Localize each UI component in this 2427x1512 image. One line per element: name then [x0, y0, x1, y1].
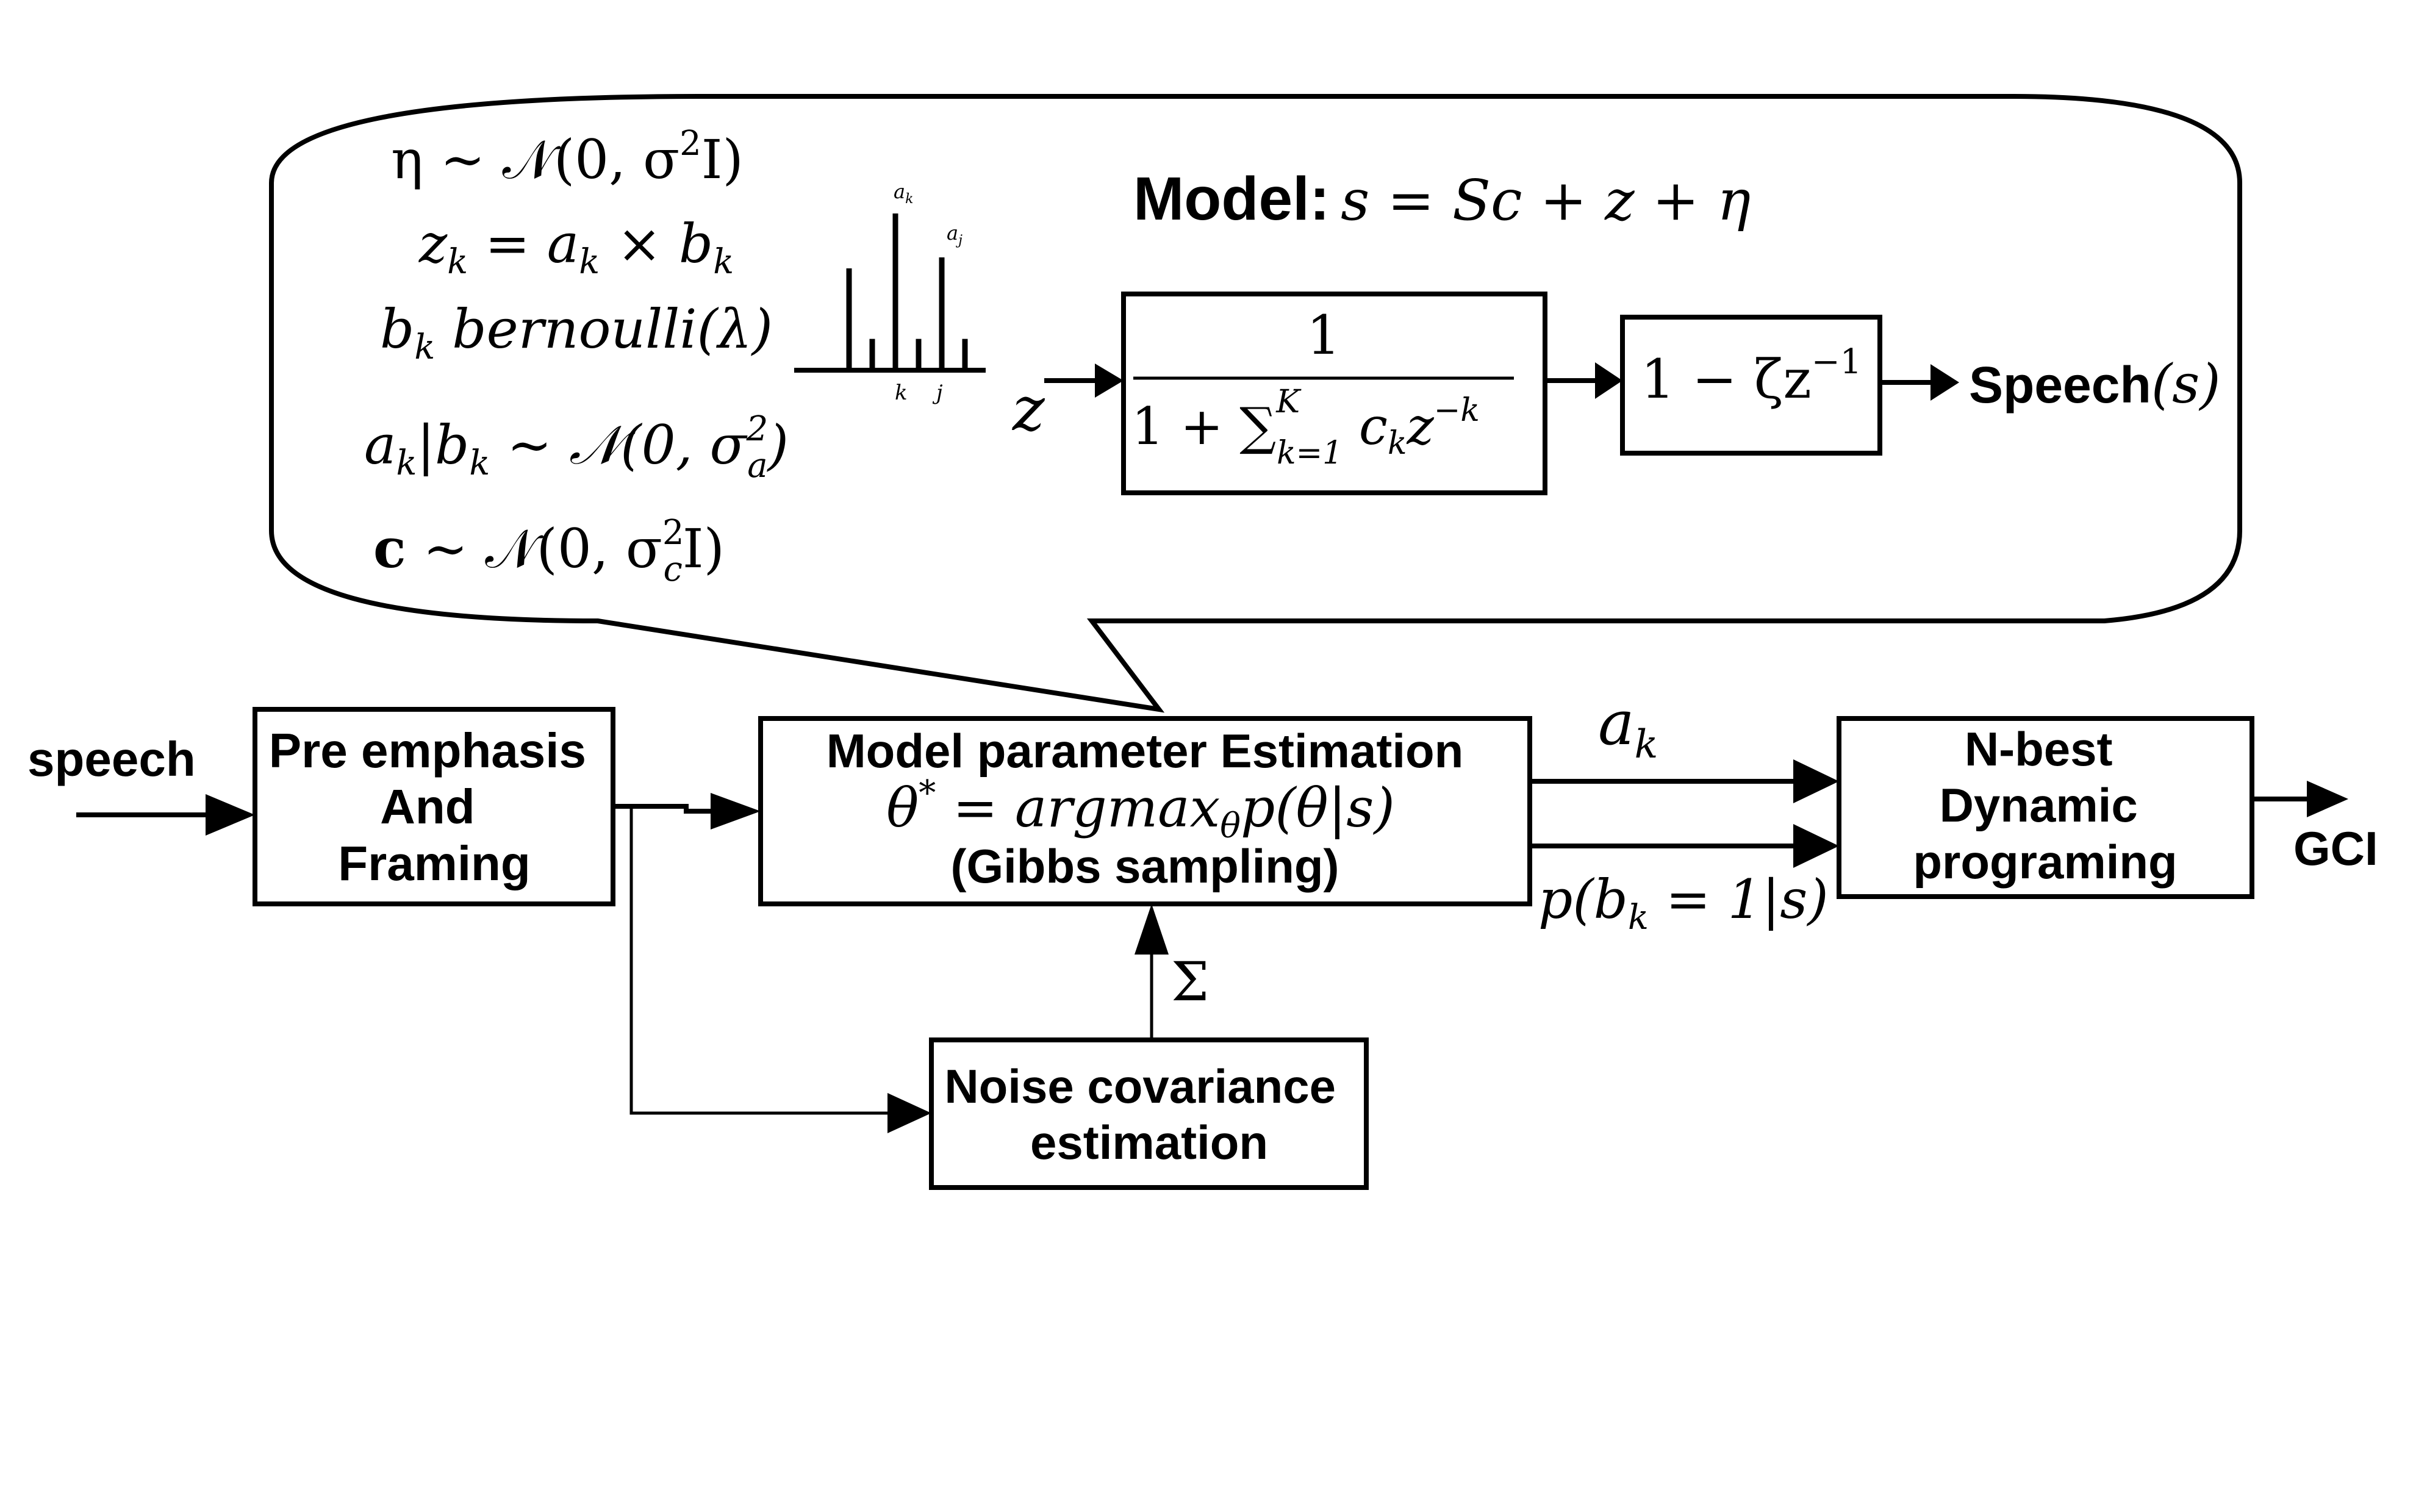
estimation-title: Model parameter Estimation	[826, 724, 1464, 778]
model-title: Model:s = Sc + z + η	[1133, 165, 1751, 233]
framing-to-noise-connector	[629, 806, 903, 1115]
impulse-axis-label-k: k	[895, 381, 908, 405]
excitation-input-label: z	[1012, 373, 1045, 445]
prior-zk: zk = ak × bk	[418, 212, 734, 282]
estimation-equation: θ* = argmaxθp(θ|s)	[886, 773, 1395, 846]
ak-arrowhead	[1793, 759, 1839, 803]
noise-box-label: Noise covariance estimation	[944, 1059, 1349, 1169]
filter2-to-speech-arrowhead	[1930, 364, 1959, 401]
filter2-expression: 1 − ζz−1	[1641, 342, 1862, 410]
noise-covariance-estimation-box	[929, 1037, 1369, 1190]
filter1-numerator: 1	[1307, 304, 1341, 367]
filter1-to-filter2-arrowhead	[1595, 362, 1622, 399]
radiation-filter-box	[1620, 315, 1882, 456]
model-callout-bubble	[269, 94, 2242, 713]
noise-to-estimation-arrowhead	[1135, 904, 1169, 955]
all-pole-filter-box	[1121, 292, 1547, 495]
impulse-label-ak: ak	[894, 180, 913, 207]
estimation-subtitle: (Gibbs sampling)	[950, 839, 1339, 893]
model-parameter-estimation-box	[758, 716, 1532, 906]
ak-label: ak	[1598, 687, 1658, 767]
nbest-dynamic-programming-box	[1837, 716, 2254, 899]
pbk-label: p(bk = 1|s)	[1538, 868, 1829, 937]
impulse-label-aj: aj	[947, 221, 963, 248]
nbest-label: N-best Dynamic programing	[1913, 722, 2177, 889]
prior-eta: η ∼ 𝒩(0, σ2I)	[391, 124, 744, 191]
impulse-axis-label-j: j	[932, 381, 943, 405]
gci-output-arrowhead	[2307, 781, 2348, 817]
speech-output-label: Speech(s)	[1969, 353, 2221, 415]
framing-to-estimation-arrowhead	[711, 793, 761, 829]
prior-equations: η ∼ 𝒩(0, σ2I) zk = ak × bk bk bernoulli(…	[364, 124, 789, 589]
framing-to-estimation-connector	[613, 804, 726, 814]
prior-bk: bk bernoulli(λ)	[380, 298, 773, 367]
sigma-label: Σ	[1171, 950, 1209, 1013]
impulse-train-plot: ak aj k j	[794, 180, 986, 405]
gci-output-label: GCI	[2293, 822, 2378, 875]
pbk-arrowhead	[1793, 824, 1839, 868]
z-to-filter-arrowhead	[1095, 364, 1124, 398]
speech-input-arrowhead	[206, 794, 255, 836]
pre-emphasis-label: Pre emphasis And Framing	[269, 723, 600, 890]
framing-to-noise-arrowhead	[887, 1093, 931, 1133]
speech-input-label: speech	[27, 732, 196, 786]
